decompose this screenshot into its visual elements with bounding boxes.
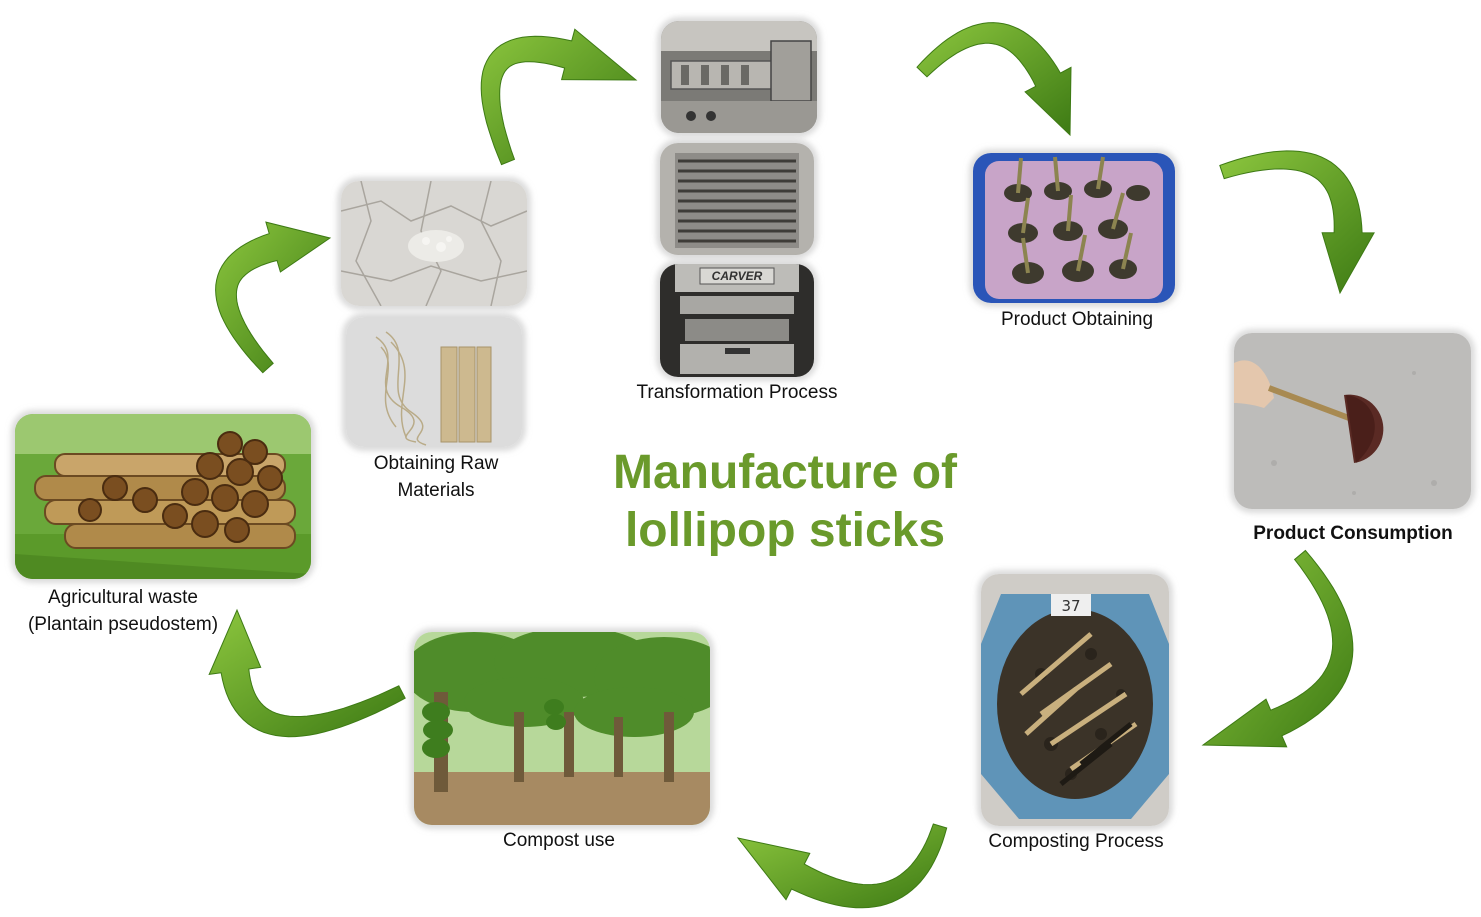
arrow-use-to-waste xyxy=(208,608,406,738)
raw-materials-label: Obtaining Raw Materials xyxy=(341,450,531,504)
raw-materials-line1: Obtaining Raw xyxy=(373,453,499,474)
compost-use-label: Compost use xyxy=(503,830,615,851)
diagram-title-line2: lollipop sticks xyxy=(624,504,946,557)
product-consumption-label: Product Consumption xyxy=(1253,523,1453,544)
arrow-compost-to-use xyxy=(736,823,948,909)
diagram-title: Manufacture of lollipop sticks xyxy=(545,444,1025,560)
composting-label: Composting Process xyxy=(988,831,1164,852)
arrow-waste-to-raw xyxy=(215,221,332,374)
agricultural-waste-label: Agricultural waste (Plantain pseudostem) xyxy=(0,584,246,638)
compost-sample-tag: 37 xyxy=(1061,597,1080,615)
product-obtaining-photo xyxy=(973,153,1175,303)
raw-powder-photo xyxy=(341,181,527,306)
agricultural-waste-photo xyxy=(15,414,311,579)
raw-fibers-photo xyxy=(346,317,522,447)
raw-materials-line2: Materials xyxy=(397,480,475,501)
product-obtaining-label: Product Obtaining xyxy=(1000,309,1154,330)
agricultural-waste-line1: Agricultural waste xyxy=(48,587,198,608)
composting-photo: 37 xyxy=(981,574,1169,826)
diagram-title-line1: Manufacture of xyxy=(612,446,957,499)
product-consumption-photo xyxy=(1234,333,1471,509)
compost-use-photo xyxy=(414,632,710,825)
carver-press-photo: CARVER xyxy=(660,264,814,377)
extruder-photo xyxy=(661,21,817,133)
arrow-transform-to-product xyxy=(916,22,1072,137)
carver-brand-text: CARVER xyxy=(712,269,763,283)
arrow-product-to-consume xyxy=(1219,150,1375,295)
arrow-consume-to-compost xyxy=(1201,549,1354,748)
arrow-raw-to-transform xyxy=(480,28,638,166)
agricultural-waste-line2: (Plantain pseudostem) xyxy=(27,614,219,635)
transformation-label: Transformation Process xyxy=(636,382,838,403)
extruded-sticks-photo xyxy=(660,143,814,255)
